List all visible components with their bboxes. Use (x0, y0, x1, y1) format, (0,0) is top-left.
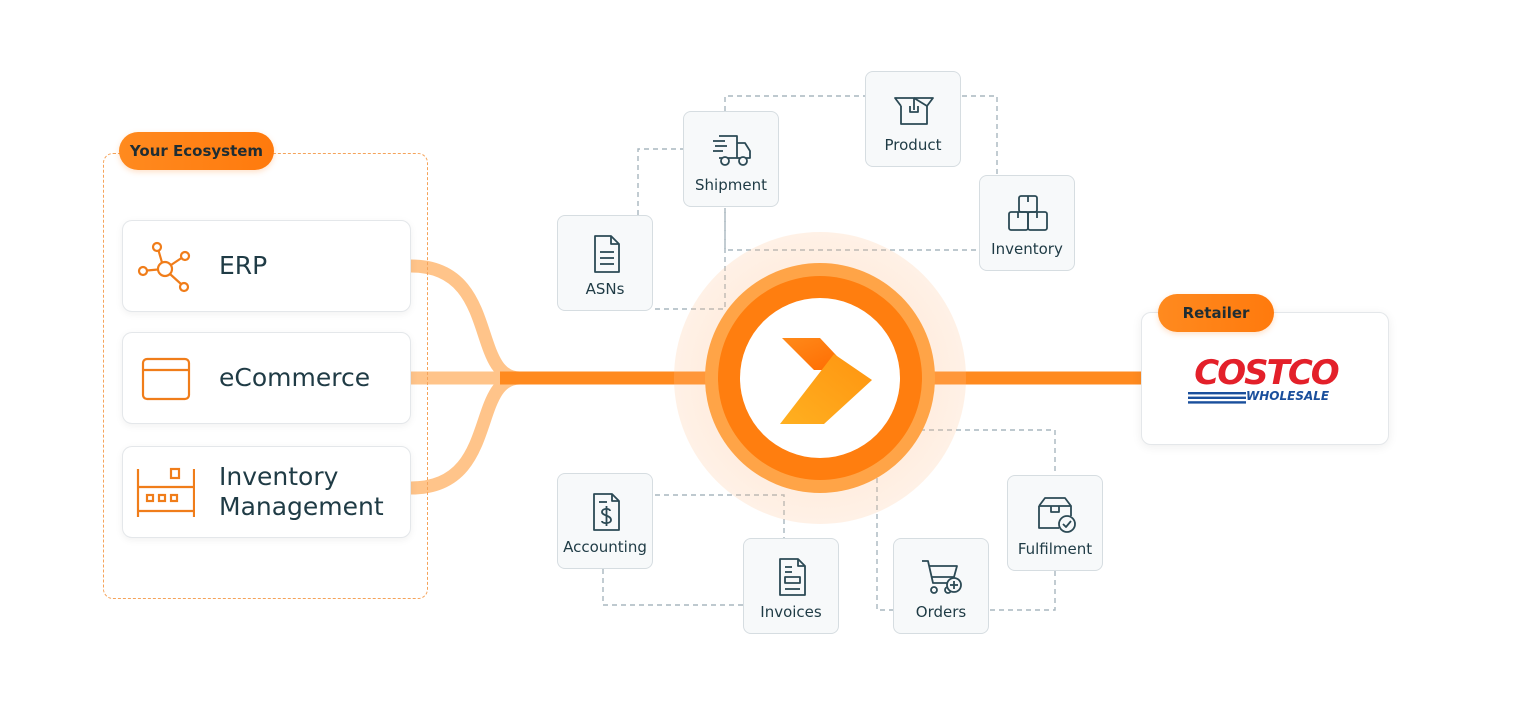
dash-asns-right (655, 208, 726, 310)
costco-logo-subtitle: WHOLESALE (1246, 389, 1330, 403)
ecosystem-card-erp[interactable]: ERP (122, 220, 411, 312)
retailer-card[interactable]: COSTCO WHOLESALE (1141, 312, 1389, 445)
retailer-badge: Retailer (1158, 294, 1274, 332)
dash-orders-fulfilment (990, 571, 1056, 611)
service-card-shipment[interactable]: Shipment (683, 111, 779, 207)
dash-product-inventory (962, 95, 998, 176)
costco-logo-wordmark: COSTCO (1194, 353, 1339, 393)
chevron-arrow-logo-icon (780, 338, 872, 424)
dollar-document-icon (593, 493, 620, 531)
ecosystem-label-erp: ERP (219, 251, 268, 280)
dash-shipment-product (724, 95, 865, 111)
costco-logo-stripes (1188, 392, 1246, 404)
service-card-fulfilment[interactable]: Fulfilment (1007, 475, 1103, 571)
dash-shipment-inventory (724, 208, 980, 251)
open-box-icon (894, 97, 934, 125)
service-label-orders: Orders (915, 603, 967, 621)
box-check-icon (1038, 497, 1076, 533)
cart-add-icon (922, 560, 962, 594)
invoice-document-icon (779, 558, 806, 596)
service-label-product: Product (884, 136, 942, 154)
service-label-fulfilment: Fulfilment (1017, 540, 1093, 558)
dash-accounting-invoices (655, 494, 785, 538)
service-label-inventory: Inventory (991, 240, 1063, 258)
dash-hub-fulfilment (920, 429, 1056, 475)
ecosystem-label-ecommerce: eCommerce (219, 363, 371, 392)
delivery-truck-icon (713, 135, 751, 166)
service-card-inventory[interactable]: Inventory (979, 175, 1075, 271)
service-card-asns[interactable]: ASNs (557, 215, 653, 311)
stacked-boxes-icon (1008, 195, 1048, 231)
ecosystem-card-inventory-management[interactable]: Inventory Management (122, 446, 411, 538)
service-card-accounting[interactable]: Accounting (557, 473, 653, 569)
service-label-accounting: Accounting (563, 538, 647, 556)
network-nodes-icon (137, 241, 191, 293)
warehouse-shelf-icon (136, 467, 195, 517)
service-card-product[interactable]: Product (865, 71, 961, 167)
service-label-shipment: Shipment (695, 176, 767, 194)
ecosystem-card-ecommerce[interactable]: eCommerce (122, 332, 411, 424)
browser-window-icon (141, 357, 191, 401)
ecosystem-label-inventory-management: Inventory Management (219, 462, 384, 521)
service-label-invoices: Invoices (760, 603, 822, 621)
document-icon (594, 235, 620, 273)
service-card-orders[interactable]: Orders (893, 538, 989, 634)
ecosystem-badge: Your Ecosystem (119, 132, 274, 170)
dash-accounting-bottom (602, 569, 743, 606)
dash-asns-shipment (637, 148, 683, 215)
service-card-invoices[interactable]: Invoices (743, 538, 839, 634)
service-label-asns: ASNs (585, 280, 625, 298)
